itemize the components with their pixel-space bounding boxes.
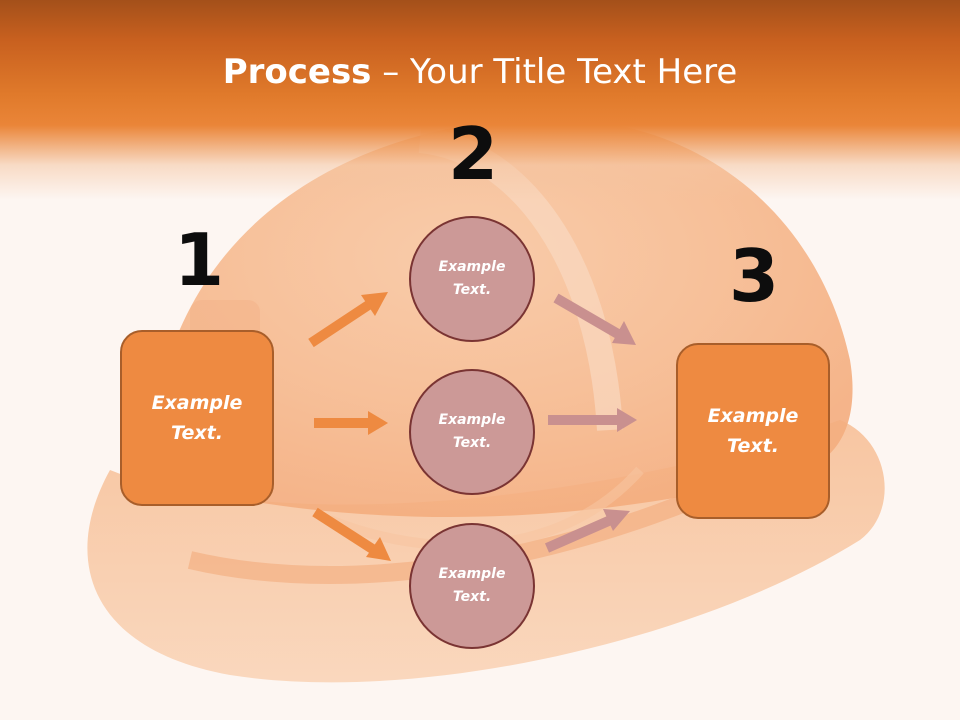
slide-title: Process – Your Title Text Here — [0, 52, 960, 92]
arrow-bottom-to-step3 — [544, 509, 630, 553]
arrow-step1-to-top — [308, 292, 388, 348]
arrow-step1-to-bottom — [312, 507, 391, 561]
step-number-2: 2 — [447, 112, 499, 196]
arrow-top-to-step3 — [553, 293, 636, 345]
step-2-circle-bottom: Example Text. — [409, 523, 535, 649]
step-2-label-bottom: Example Text. — [438, 566, 506, 605]
step-2-circle-top: Example Text. — [409, 216, 535, 342]
title-bar — [0, 0, 960, 200]
step-1-label: Example Text. — [151, 392, 243, 444]
step-3-box: Example Text. — [676, 343, 830, 519]
step-number-3: 3 — [728, 234, 780, 318]
arrow-middle-to-step3 — [548, 408, 637, 432]
step-2-label-middle: Example Text. — [438, 412, 506, 451]
step-3-label: Example Text. — [707, 405, 799, 457]
step-number-1: 1 — [173, 218, 225, 302]
step-1-box: Example Text. — [120, 330, 274, 506]
step-2-circle-middle: Example Text. — [409, 369, 535, 495]
title-bold-word: Process — [222, 52, 372, 92]
step-2-label-top: Example Text. — [438, 259, 506, 298]
title-rest: – Your Title Text Here — [371, 52, 738, 92]
arrow-step1-to-middle — [314, 411, 388, 435]
